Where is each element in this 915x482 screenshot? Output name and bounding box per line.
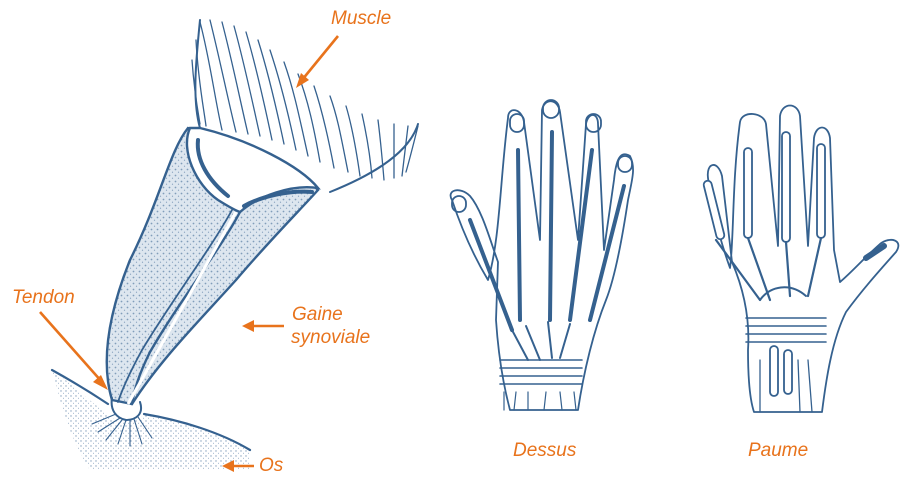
- arrow-muscle: [302, 36, 338, 80]
- sheath-index: [744, 148, 752, 238]
- arrowhead-tendon: [93, 375, 108, 390]
- sheath-middle: [782, 132, 790, 242]
- label-os: Os: [259, 455, 284, 476]
- hand-dorsal-illustration: [451, 100, 634, 410]
- label-gaine-line2: synoviale: [291, 327, 370, 348]
- label-dessus: Dessus: [513, 440, 577, 461]
- tendon-sheath-illustration: [52, 20, 418, 470]
- arrow-tendon: [40, 312, 102, 382]
- label-gaine-line1: Gaine: [292, 304, 343, 325]
- arrowhead-gaine: [242, 320, 254, 332]
- label-muscle-group: Muscle: [296, 8, 391, 88]
- hand-palmar-illustration: [703, 106, 899, 413]
- label-tendon: Tendon: [12, 287, 75, 308]
- bone: [52, 370, 250, 470]
- label-muscle: Muscle: [331, 8, 391, 29]
- label-paume: Paume: [748, 440, 808, 461]
- label-gaine-group: Gaine synoviale: [242, 304, 370, 348]
- sheath-ring: [817, 144, 825, 238]
